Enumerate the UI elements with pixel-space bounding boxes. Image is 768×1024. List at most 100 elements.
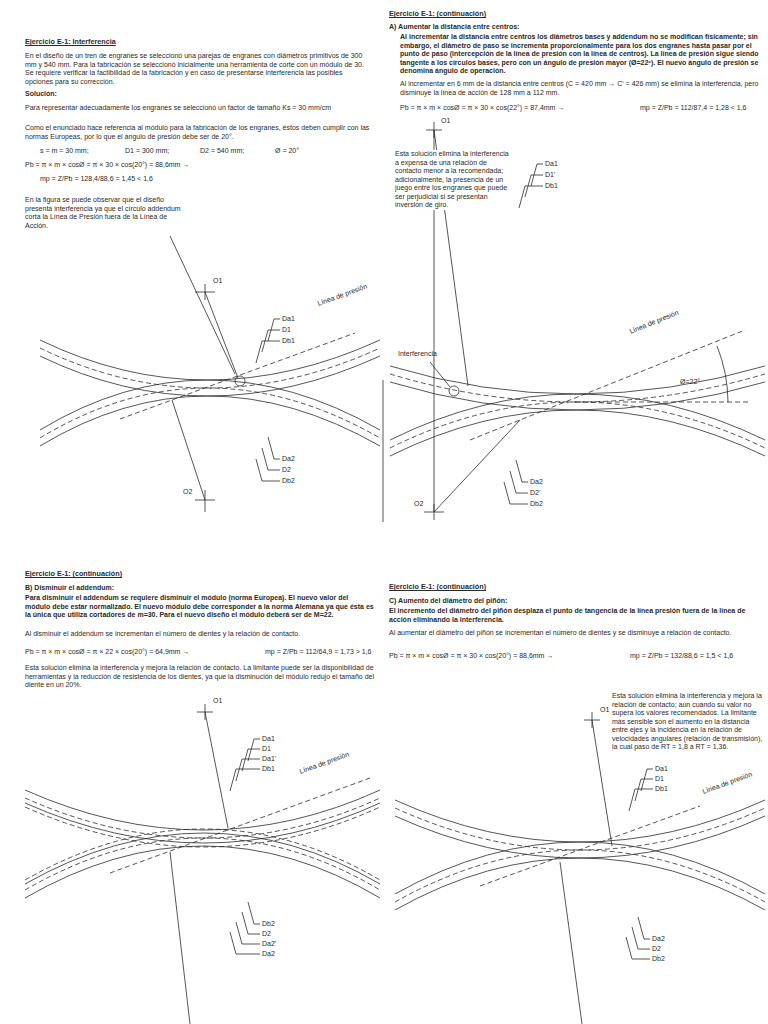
addendum-circle [40, 380, 380, 430]
leader-line [256, 437, 280, 481]
diagram-label: Db2 [652, 955, 682, 964]
body-text: Al disminuir el addendum se incrementan … [25, 630, 375, 639]
diagram-label: Línea de presión [317, 276, 386, 308]
body-text: Esta solución elimina la interferencia y… [612, 692, 764, 752]
diagram-label: Db2 [530, 500, 560, 509]
old-addendum-circle [25, 807, 380, 847]
subheading: A) Aumentar la distancia entre centros: [389, 23, 749, 32]
section-heading: Ejercicio E-1: Interferencia [25, 38, 355, 47]
diagram-label: Da1 [262, 735, 292, 744]
base-circle [25, 846, 380, 898]
formula: D2 = 540 mm; [200, 147, 270, 156]
pitch-circle [390, 374, 765, 402]
base-circle [390, 366, 765, 394]
pitch-circle [395, 808, 765, 850]
diagram-label: O1 [600, 706, 620, 715]
formula: mp = Z/Pb = 112/64,9 = 1,73 > 1,6 [265, 648, 380, 657]
subheading: Solución: [25, 90, 125, 99]
diagram-label: Da2 [282, 455, 312, 464]
diagram-label: Línea de presión [702, 767, 763, 796]
leader-line [256, 319, 280, 363]
addendum-circle [395, 816, 765, 858]
formula: mp = Z/Pb = 132/88,6 = 1,5 < 1,6 [630, 652, 760, 661]
leader-line [519, 164, 543, 208]
diagram-label: Da2 [652, 935, 682, 944]
diagram-label: O2 [414, 500, 434, 509]
formula: mp = Z/Pb = 112/87,4 = 1,28 < 1,6 [640, 104, 765, 113]
interference-mark [235, 376, 245, 386]
body-text: En el diseño de un tren de engranes se s… [25, 52, 370, 86]
radius-line [170, 712, 228, 1024]
diagram-label: Da1 [655, 765, 685, 774]
angle-arc [717, 346, 728, 402]
leader-line [170, 236, 235, 374]
diagram-label: Da2 [262, 950, 292, 959]
diagram-label: D2 [262, 930, 292, 939]
body-text: Para representar adecuadamente los engra… [25, 104, 370, 113]
panel-border [383, 380, 384, 522]
body-text: Al incrementar la distancia entre centro… [400, 33, 762, 76]
pitch-circle [25, 798, 380, 838]
pitch-circle [40, 388, 380, 438]
diagram-label: Db2 [262, 920, 292, 929]
base-circle [395, 800, 765, 842]
diagram-label: D1 [655, 775, 685, 784]
pitch-circle [40, 348, 380, 388]
reference-line [575, 402, 750, 403]
leader-line [230, 902, 260, 954]
pitch-circle [390, 402, 765, 448]
body-text: Como el enunciado hace referencia al mód… [25, 124, 370, 141]
diagram-label: Línea de presión [628, 302, 696, 336]
diagram-label: O1 [213, 277, 233, 286]
body-text: Al aumentar el diámetro del piñón se inc… [389, 629, 764, 638]
subheading: C) Aumento del diámetro del piñón: [389, 597, 759, 606]
body-text: Esta solución elimina la interferencia y… [25, 664, 375, 690]
leader-line [504, 460, 528, 504]
diagram-label: O1 [441, 117, 461, 126]
leader-line [626, 917, 650, 959]
section-heading: Ejercicio E-1: (continuación) [25, 570, 325, 579]
formula: Pb = π × m × cosØ = π × 22 × cos(20°) = … [25, 648, 260, 657]
diagram-label: D2 [282, 466, 312, 475]
diagram-label: Ø=22° [680, 378, 710, 387]
formula: Ø = 20° [275, 147, 335, 156]
center-mark [195, 490, 215, 512]
formula: s = m = 30 mm; [40, 147, 125, 156]
radius-line [560, 720, 612, 1024]
section-heading: Ejercicio E-1: (continuación) [389, 10, 689, 19]
radius-line [172, 292, 238, 500]
leader-line [430, 362, 450, 387]
diagram-label: Da1' [262, 755, 292, 764]
body-text: En la figura se puede observar que el di… [25, 196, 190, 230]
diagram-label: D1 [282, 326, 312, 335]
diagram-label: Db1 [545, 182, 575, 191]
pressure-line [470, 330, 745, 440]
diagram-label: Línea de presión [299, 744, 368, 776]
addendum-circle [390, 382, 765, 410]
base-circle [395, 858, 765, 910]
formula: mp = Z/Pb = 128,4/88,6 = 1,45 < 1,6 [40, 175, 260, 184]
formula: D1 = 300 mm; [125, 147, 195, 156]
diagram-label: D1' [545, 171, 575, 180]
diagram-label: Da1 [282, 315, 312, 324]
formula: Pb = π × m × cosØ = π × 30 × cos(22°) = … [400, 104, 635, 113]
interference-mark [449, 386, 459, 396]
diagram-label: O2 [183, 488, 203, 497]
diagram-label: D1 [262, 745, 292, 754]
section-heading: Ejercicio E-1: (continuación) [389, 583, 689, 592]
body-text: Para disminuir el addendum se requiere d… [25, 594, 375, 620]
diagram-label: Db1 [655, 785, 685, 794]
pressure-line [480, 806, 700, 886]
leader-line [230, 739, 260, 791]
addendum-circle [40, 356, 380, 396]
body-text: Esta solución elimina la interferencia a… [395, 150, 510, 210]
body-text: Al incrementar en 6 mm de la distancia e… [400, 80, 762, 97]
diagram-label: Db1 [262, 765, 292, 774]
gear-pair-drawing [40, 236, 380, 512]
diagram-label: D2 [652, 945, 682, 954]
diagram-label: Da1 [545, 160, 575, 169]
diagram-label: Da2 [530, 478, 560, 487]
diagram-label: Db2 [282, 477, 312, 486]
gear-pair-drawing [390, 122, 765, 520]
